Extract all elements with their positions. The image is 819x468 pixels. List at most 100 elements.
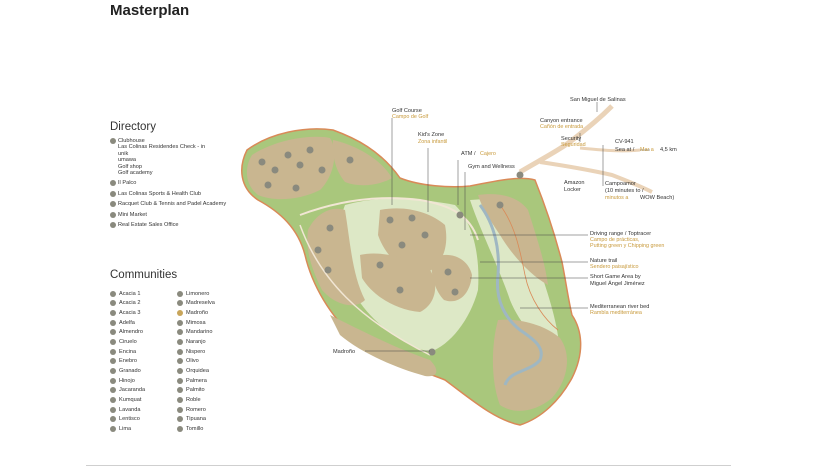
madrono-label: Madroño	[333, 349, 355, 355]
directory-item-sports-club[interactable]: Las Colinas Sports & Health Club	[110, 190, 230, 197]
community-item[interactable]: Roble	[177, 395, 247, 405]
community-label: Palmera	[186, 377, 207, 384]
directory-heading: Directory	[110, 121, 157, 133]
golf-course-label-es: Campo de Golf	[392, 114, 429, 120]
community-item[interactable]: Madroño	[177, 308, 247, 318]
community-label: Hinojo	[119, 377, 135, 384]
number-marker-icon	[177, 329, 183, 336]
sea-at-label-es: Mar a	[640, 147, 654, 153]
community-item[interactable]: Tipuana	[177, 414, 247, 424]
community-label: Lavanda	[119, 406, 141, 413]
san-miguel-label: San Miguel de Salinas	[570, 97, 626, 103]
community-item[interactable]: Nispero	[177, 347, 247, 357]
community-item[interactable]: Olivo	[177, 356, 247, 366]
driving-range-label: Driving range / Toptracer	[590, 231, 651, 237]
community-label: Tipuana	[186, 416, 207, 423]
community-label: Palmito	[186, 387, 205, 394]
community-item[interactable]: Palmito	[177, 385, 247, 395]
distance-label: 4,5 km	[660, 147, 677, 153]
community-label: Encina	[119, 348, 137, 355]
river-bed	[478, 204, 543, 386]
directory-item-il-palco[interactable]: Il Palco	[110, 180, 230, 187]
community-label: Acacia 3	[119, 310, 141, 317]
community-item[interactable]: Acacia 1	[110, 289, 180, 299]
community-item[interactable]: Encina	[110, 347, 180, 357]
community-item[interactable]: Acacia 3	[110, 308, 180, 318]
community-item[interactable]: Lentisco	[110, 414, 180, 424]
community-item[interactable]: Lavanda	[110, 405, 180, 415]
number-marker-icon	[110, 211, 116, 218]
number-marker-icon	[110, 300, 116, 307]
community-item[interactable]: Madreselva	[177, 299, 247, 309]
communities-heading: Communities	[110, 269, 178, 281]
number-marker-icon	[110, 310, 116, 317]
community-item[interactable]: Jacaranda	[110, 385, 180, 395]
kids-zone-label-es: Zona infantil	[418, 139, 447, 145]
community-item[interactable]: Naranjo	[177, 337, 247, 347]
community-item[interactable]: Tomillo	[177, 424, 247, 434]
number-marker-icon	[110, 319, 116, 326]
nature-trail-label: Nature trail	[590, 258, 617, 264]
locker-label: Locker	[564, 187, 581, 193]
directory-item-racquet-club[interactable]: Racquet Club & Tennis and Padel Academy	[110, 201, 230, 208]
community-item[interactable]: Orquidea	[177, 366, 247, 376]
community-label: Granado	[119, 367, 141, 374]
community-plot	[307, 208, 365, 306]
directory-item-label: Racquet Club & Tennis and Padel Academy	[118, 201, 227, 208]
community-item[interactable]: Enebro	[110, 356, 180, 366]
number-marker-icon	[177, 290, 183, 297]
river-bed-label-es: Rambla mediterránea	[590, 310, 642, 316]
community-item[interactable]: Hinojo	[110, 376, 180, 386]
community-label: Acacia 2	[119, 300, 141, 307]
river-bed-label: Mediterranean river bed	[590, 304, 649, 310]
nature-trail-label-es: Sendero paisajístico	[590, 264, 639, 270]
number-marker-icon	[177, 377, 183, 384]
community-label: Jacaranda	[119, 387, 146, 394]
cv941-label: CV-941	[615, 139, 634, 145]
driving-range-label-es-2: Putting green y Chipping green	[590, 243, 664, 249]
access-road	[579, 146, 641, 153]
number-marker-icon	[110, 377, 116, 384]
community-item[interactable]: Mimosa	[177, 318, 247, 328]
community-label: Ciruelo	[119, 339, 137, 346]
community-item[interactable]: Mandarino	[177, 328, 247, 338]
community-item[interactable]: Almendro	[110, 328, 180, 338]
number-marker-icon	[110, 180, 116, 187]
community-label: Madroño	[186, 310, 209, 317]
number-marker-icon	[177, 387, 183, 394]
canyon-entrance-label-es: Cañón de entrada	[540, 124, 583, 130]
number-marker-icon	[110, 416, 116, 423]
community-item[interactable]: Ciruelo	[110, 337, 180, 347]
directory-item-mini-market[interactable]: Mini Market	[110, 211, 230, 218]
number-marker-icon	[110, 201, 116, 208]
community-plot	[478, 194, 548, 285]
community-item[interactable]: Lima	[110, 424, 180, 434]
directory-list: Clubhouse Las Colinas Residendes Check -…	[110, 138, 230, 232]
gym-label: Gym and Wellness	[468, 164, 515, 170]
community-markers	[258, 146, 524, 356]
community-label: Acacia 1	[119, 290, 141, 297]
community-item[interactable]: Limonero	[177, 289, 247, 299]
directory-item-clubhouse[interactable]: Clubhouse Las Colinas Residendes Check -…	[110, 138, 230, 176]
security-label: Security	[561, 136, 581, 142]
number-marker-icon	[177, 348, 183, 355]
community-label: Orquidea	[186, 367, 210, 374]
community-item[interactable]: Acacia 2	[110, 299, 180, 309]
community-label: Roble	[186, 396, 201, 403]
community-item[interactable]: Palmera	[177, 376, 247, 386]
directory-item-sales-office[interactable]: Real Estate Sales Office	[110, 222, 230, 229]
directory-sub-item: Golf shop	[118, 163, 142, 170]
number-marker-icon	[110, 329, 116, 336]
nature-trail	[499, 204, 559, 331]
community-item[interactable]: Romero	[177, 405, 247, 415]
campoamor-label-es: minutos a	[605, 195, 628, 201]
number-marker-icon	[177, 406, 183, 413]
community-plot	[492, 319, 567, 411]
community-item[interactable]: Granado	[110, 366, 180, 376]
community-item[interactable]: Adelfa	[110, 318, 180, 328]
community-label: Enebro	[119, 358, 138, 365]
community-label: Madreselva	[186, 300, 215, 307]
community-item[interactable]: Kumquat	[110, 395, 180, 405]
